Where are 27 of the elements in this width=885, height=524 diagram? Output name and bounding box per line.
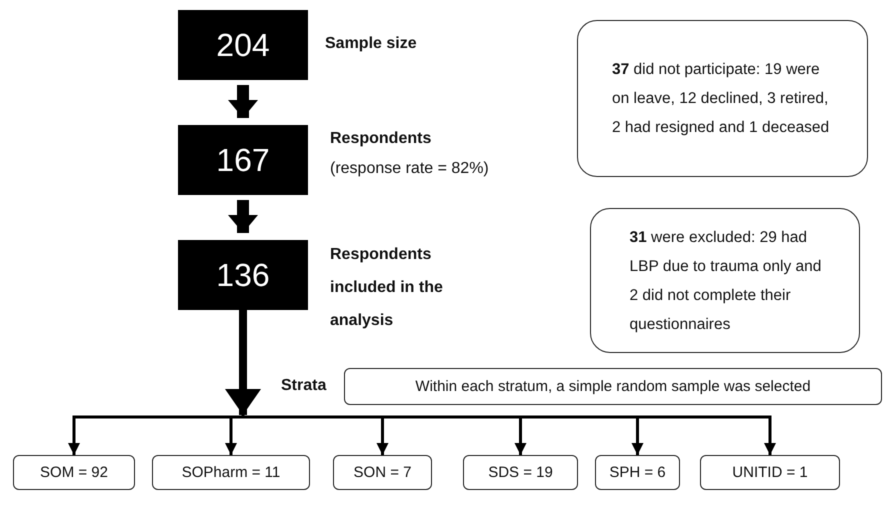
note-box <box>590 208 860 353</box>
box-text: SOM = 92 <box>40 464 108 481</box>
box-text: 31 were excluded: 29 had LBP due to trauma only and 2 did not complete their questionnaires <box>628 228 822 334</box>
stratum-box <box>152 455 310 490</box>
box-text: UNITID = 1 <box>732 464 808 481</box>
count-number: 136 <box>216 256 270 294</box>
step-note: (response rate = 82%) <box>330 160 489 178</box>
box-text: SPH = 6 <box>609 464 666 481</box>
step-heading: Respondents <box>330 130 432 148</box>
step-heading: Respondents included in the analysis <box>330 245 444 331</box>
box-text: SDS = 19 <box>488 464 553 481</box>
box-text: 37 did not participate: 19 were on leave, 12 declined, 3 retired, 2 had resigned and 1 deceased <box>611 60 830 138</box>
arrow <box>228 200 258 233</box>
count-number: 204 <box>216 26 270 64</box>
box-text: Within each stratum, a simple random sample was selected <box>415 378 811 395</box>
note-box <box>577 20 868 177</box>
step-heading: Strata <box>281 377 326 395</box>
step-heading: Sample size <box>325 35 417 53</box>
stratum-box <box>700 455 840 490</box>
box-text: SOPharm = 11 <box>182 464 280 481</box>
stratum-box <box>333 455 432 490</box>
stratum-box <box>463 455 578 490</box>
count-number: 167 <box>216 142 270 178</box>
stratum-box <box>13 455 135 490</box>
stratum-box <box>595 455 680 490</box>
box-text: SON = 7 <box>354 464 412 481</box>
arrow <box>228 85 258 118</box>
